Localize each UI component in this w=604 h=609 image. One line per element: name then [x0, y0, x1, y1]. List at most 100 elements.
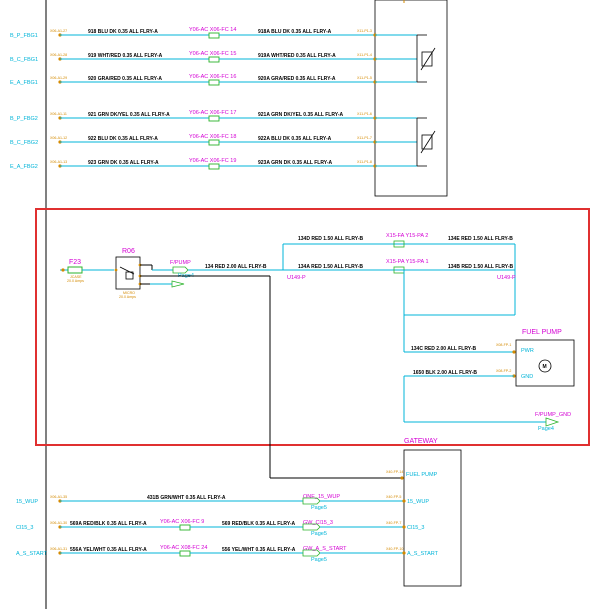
- pin-label: X06-A1-28: [50, 53, 67, 57]
- fpump-ref-flag: [172, 266, 189, 274]
- wire-label-right: 919A WHT/RED 0.35 ALL FLRY-A: [258, 53, 336, 59]
- fuse-symbol: [67, 266, 83, 274]
- wire-label-left: 923 GRN DK 0.35 ALL FLRY-A: [88, 160, 159, 166]
- gateway-pin-label: X40-FP-5: [386, 495, 401, 499]
- wire-134B: 134B RED 1.50 ALL FLRY-B: [448, 264, 513, 270]
- pin-label: X06-A1-12: [50, 136, 67, 140]
- pin-label: X06-A1-29: [50, 76, 67, 80]
- wire-label-right: 556 YEL/WHT 0.35 ALL FLRY-A: [222, 547, 296, 553]
- connector-label: Y06-AC X06-FC 15: [189, 51, 236, 57]
- wire-label-right: 923A GRN DK 0.35 ALL FLRY-A: [258, 160, 332, 166]
- pin-label: X06-A1-27: [50, 29, 67, 33]
- fuel-pump-title: FUEL PUMP: [522, 329, 562, 336]
- gateway-pin-dot: [402, 499, 406, 503]
- pump-gnd: GND: [521, 374, 533, 380]
- gateway-fuel-pin: X40-FP-14: [386, 470, 403, 474]
- u149-right: U149-P: [497, 275, 516, 281]
- motor-symbol: [538, 359, 552, 373]
- pin-label: X06-A1-13: [50, 160, 67, 164]
- signal-label: Cl15_3: [16, 525, 33, 531]
- fuel-pump-box: [515, 339, 575, 387]
- sensor-symbol-1: [416, 34, 436, 83]
- signal-label: B_P_FBG1: [10, 33, 38, 39]
- module-box-top: [374, 0, 448, 197]
- signal-label: B_P_FBG2: [10, 116, 38, 122]
- relay-box: [115, 256, 141, 290]
- connector-label: Y06-AC X06-FC 14: [189, 27, 236, 33]
- gateway-pin-label: X40-FP-7: [386, 521, 401, 525]
- gateway-pin-name: 15_WUP: [407, 499, 429, 505]
- right-pin-label: X11-P1-3: [357, 29, 372, 33]
- fpump-ref-name: F/PUMP: [170, 260, 191, 266]
- gateway-pin-name: Cl15_3: [407, 525, 424, 531]
- wire-label-left: 921 GRN DK/YEL 0.35 ALL FLRY-A: [88, 112, 170, 118]
- signal-label: 15_WUP: [16, 499, 38, 505]
- gateway-title: GATEWAY: [404, 438, 438, 445]
- connector-symbol: [208, 56, 220, 63]
- gateway-pin-dot: [402, 525, 406, 529]
- wire-label-right: 922A BLU DK 0.35 ALL FLRY-A: [258, 136, 332, 142]
- right-pin-label: X11-P1-6: [357, 112, 372, 116]
- gateway-fuel-label: FUEL PUMP: [406, 472, 438, 478]
- gateway-section: GATEWAY X40-FP-14 FUEL PUMP 15_WUP X06-A1…: [16, 438, 462, 587]
- connector-symbol: [208, 163, 220, 170]
- wire-label-right: 921A GRN DK/YEL 0.35 ALL FLRY-A: [258, 112, 344, 118]
- right-pin-label: X11-P1-8: [357, 160, 372, 164]
- ref-page: Page5: [311, 531, 327, 537]
- pin-label: X06-A1-35: [50, 495, 67, 499]
- signal-label: B_C_FBG2: [10, 140, 38, 146]
- signal-label: A_S_START: [16, 551, 48, 557]
- connector-label: Y06-AC X06-FC 17: [189, 110, 236, 116]
- connector-label: Y06-AC X06-FC 16: [189, 74, 236, 80]
- ref-label: GW_A_S_START: [303, 546, 347, 552]
- gateway-pin-name: A_S_START: [407, 551, 439, 557]
- u149-left: U149-P: [287, 275, 306, 281]
- wire-134A: 134A RED 1.50 ALL FLRY-B: [298, 264, 363, 270]
- right-pin-label: X11-P1-7: [357, 136, 372, 140]
- pin-pwr: X08-FP-1: [496, 343, 511, 347]
- pump-pwr: PWR: [521, 348, 534, 354]
- signal-label: E_A_FBG2: [10, 164, 38, 170]
- gateway-box: [403, 449, 462, 587]
- wire-134: 134 RED 2.00 ALL FLRY-B: [205, 264, 267, 270]
- top-row: E_A_FBG2 X06-A1-13 923 GRN DK 0.35 ALL FLR…: [10, 158, 417, 170]
- gnd-ref-page: Page4: [538, 426, 554, 432]
- connector-symbol: [179, 550, 191, 557]
- x15-upper: X15-FA Y15-PA 2: [386, 233, 428, 239]
- wire-label-left: 919 WHT/RED 0.35 ALL FLRY-A: [88, 53, 163, 59]
- relay-name: R06: [122, 248, 135, 255]
- wire-label-left: 918 BLU DK 0.35 ALL FLRY-A: [88, 29, 158, 35]
- right-pin-label: X11-P1-5: [357, 76, 372, 80]
- gnd-ref-name: F/PUMP_GND: [535, 412, 571, 418]
- wire-label-right: 918A BLU DK 0.35 ALL FLRY-A: [258, 29, 332, 35]
- highlight-box: [35, 208, 590, 446]
- fuse-name: F23: [69, 259, 81, 266]
- wire-label-left: 556A YEL/WHT 0.35 ALL FLRY-A: [70, 547, 147, 553]
- connector-symbol: [179, 524, 191, 531]
- pin-label: X06-A1-31: [50, 547, 67, 551]
- connector-label: Y06-AC X06-FC 18: [189, 134, 236, 140]
- pin-label: X06-A1-30: [50, 521, 67, 525]
- relay-coil-flag: [171, 280, 185, 288]
- ref-page: Page5: [311, 557, 327, 563]
- gnd-ref-flag: [545, 417, 560, 427]
- wire-134C: 134C RED 2.00 ALL FLRY-B: [411, 346, 476, 352]
- pin-gnd: X08-FP-2: [496, 369, 511, 373]
- ref-page: Page5: [311, 505, 327, 511]
- relay-amps: 20.0 Amps: [119, 295, 136, 299]
- ref-label: ONE_15_WUP: [303, 494, 340, 500]
- relay-sub: MICRO: [123, 291, 135, 295]
- signal-label: B_C_FBG1: [10, 57, 38, 63]
- ref-label: GW_Cl15_3: [303, 520, 333, 526]
- connector-label: Y06-AC X08-FC 24: [160, 545, 207, 551]
- ref-flag: [302, 497, 321, 505]
- signal-label: E_A_FBG1: [10, 80, 38, 86]
- wire-label-left: 920 GRA/RED 0.35 ALL FLRY-A: [88, 76, 162, 82]
- sensor-symbol-2: [416, 117, 436, 167]
